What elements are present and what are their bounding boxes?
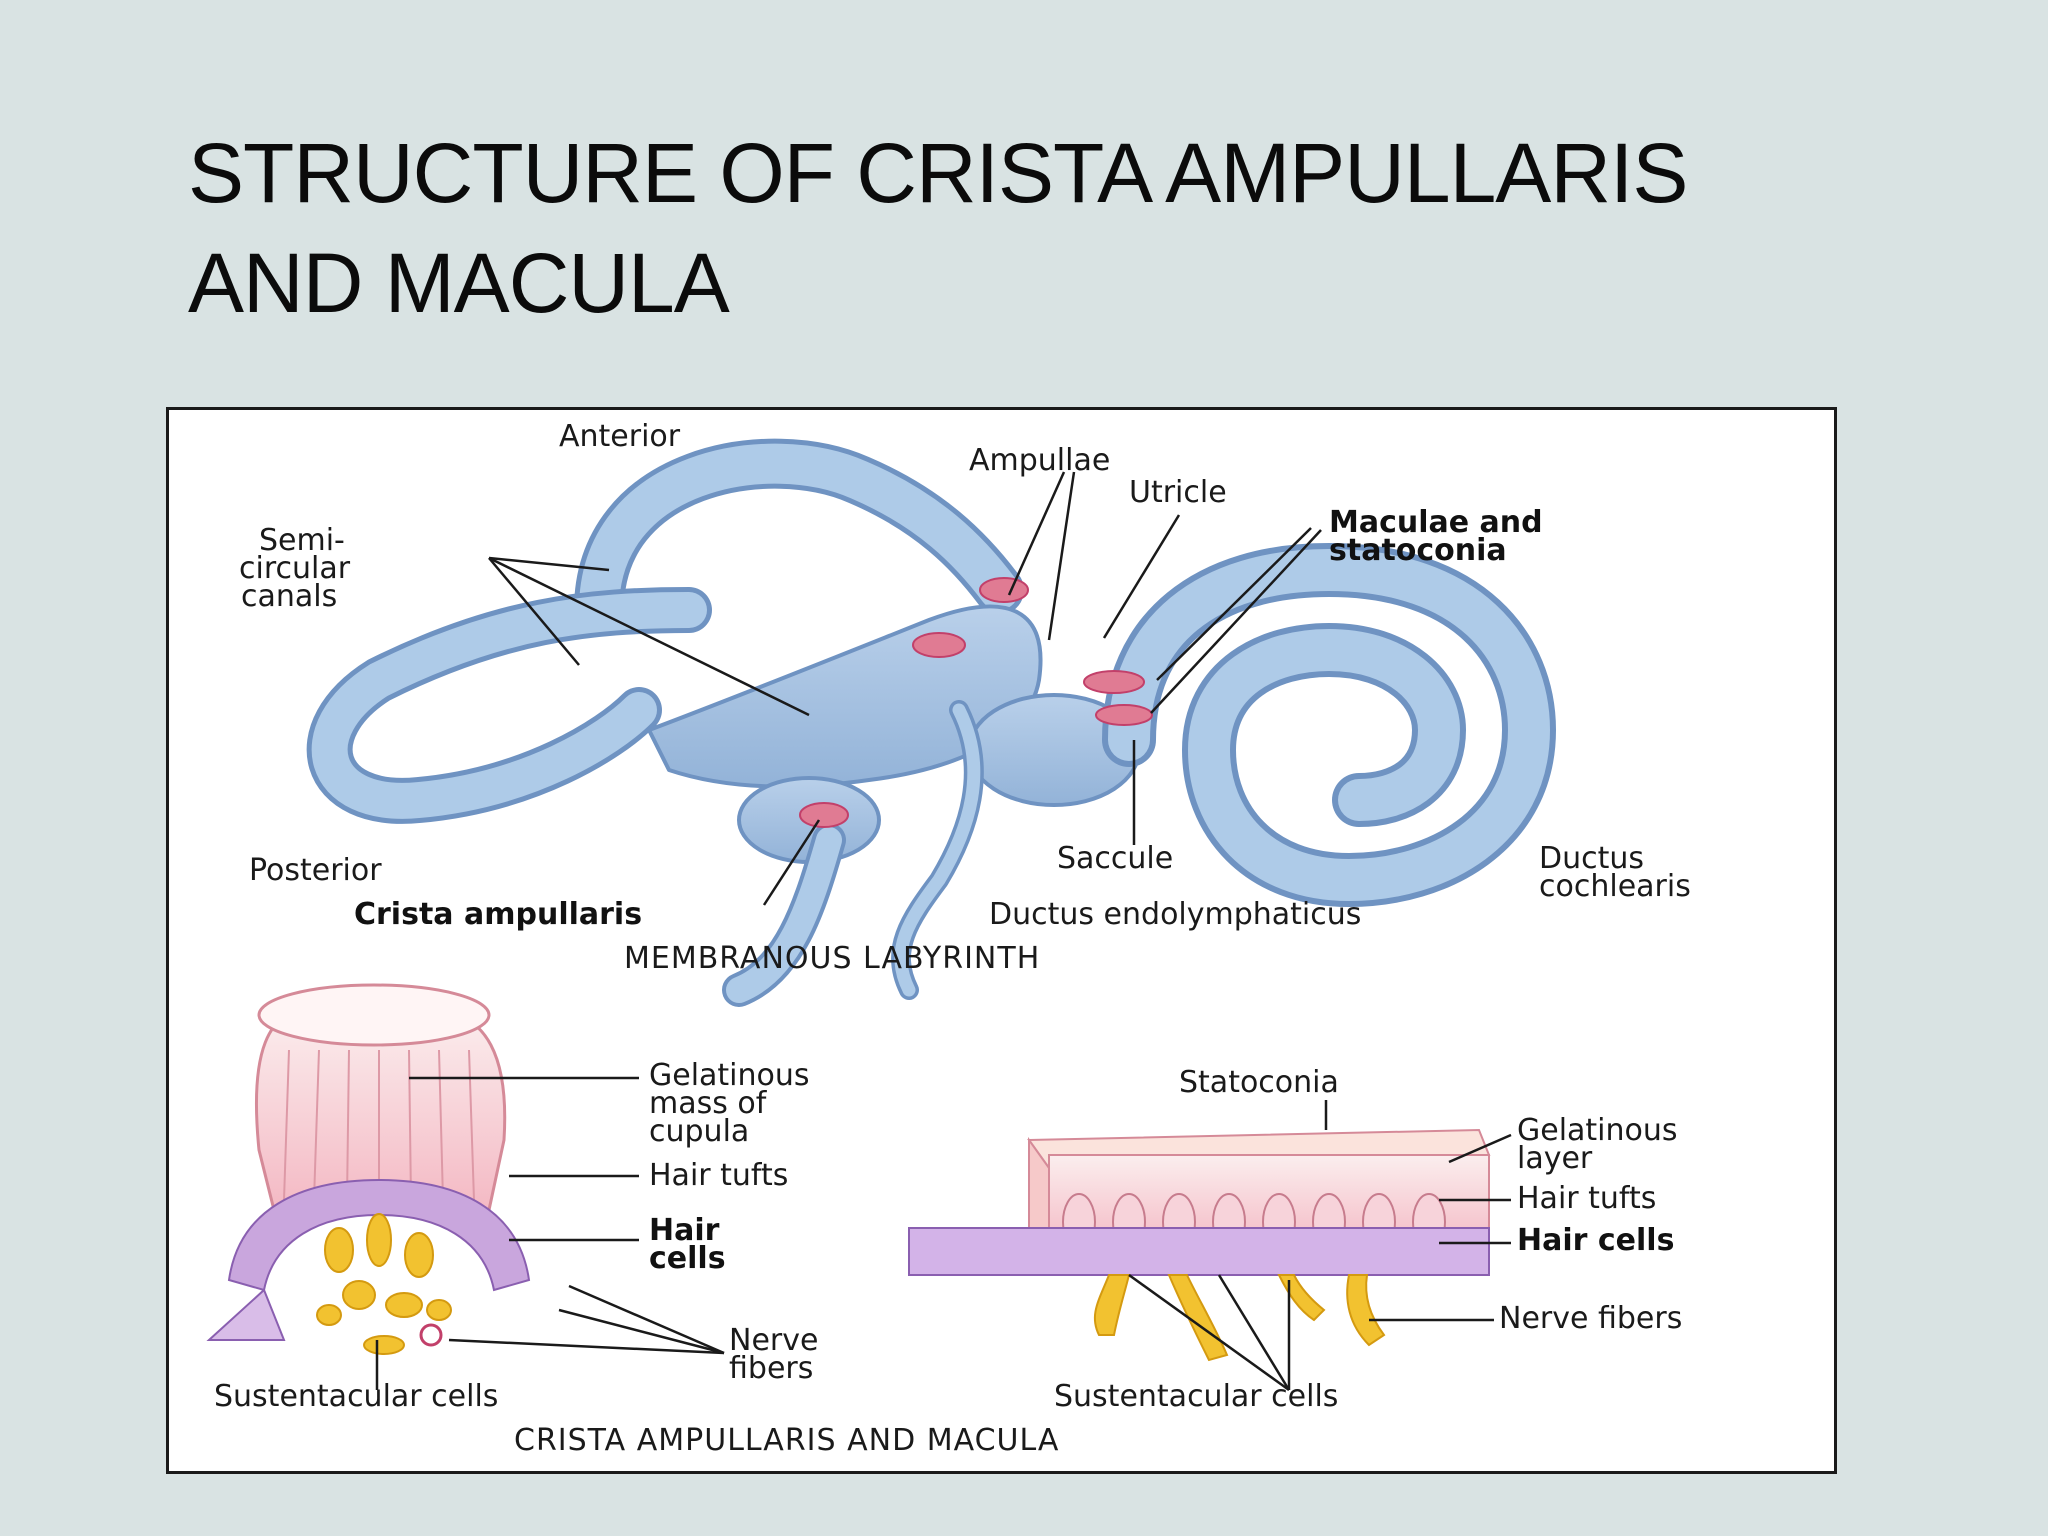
label-crista-nerve-1: Nerve — [729, 1323, 818, 1358]
crista-hair-cell-layer — [227, 1178, 531, 1292]
label-ductus-cochlearis-2: cochlearis — [1539, 869, 1691, 904]
label-anterior: Anterior — [559, 419, 681, 454]
label-semi-1: Semi- — [259, 523, 345, 558]
title-line-1: STRUCTURE OF CRISTA AMPULLARIS — [188, 126, 1688, 220]
labyrinth-diagram: Anterior Ampullae Utricle Maculae and st… — [206, 419, 1691, 1458]
label-crista-hair-cells-1: Hair — [649, 1213, 720, 1248]
label-maculae-2: statoconia — [1329, 533, 1507, 568]
label-ampullae: Ampullae — [969, 443, 1110, 478]
label-gel-layer-1: Gelatinous — [1517, 1113, 1678, 1148]
label-gel-layer-2: layer — [1517, 1141, 1593, 1176]
label-gelatinous-3: cupula — [649, 1114, 749, 1149]
label-posterior: Posterior — [249, 853, 382, 888]
caption-membranous-labyrinth: MEMBRANOUS LABYRINTH — [624, 941, 1040, 976]
label-macula-nerve-fibers: Nerve fibers — [1499, 1301, 1682, 1336]
macula-nerve-fibers — [1093, 1274, 1386, 1362]
macula-basal-layer — [908, 1227, 1490, 1276]
ampullary-cristae — [799, 577, 1029, 828]
label-maculae-1: Maculae and — [1329, 505, 1543, 540]
slide-title: STRUCTURE OF CRISTA AMPULLARIS AND MACUL… — [188, 118, 1988, 338]
label-crista-ampullaris: Crista ampullaris — [354, 897, 642, 932]
maculae-patches — [1083, 670, 1153, 726]
label-macula-hair-cells: Hair cells — [1517, 1223, 1674, 1258]
labyrinth-figure: Anterior Ampullae Utricle Maculae and st… — [166, 407, 1837, 1474]
label-macula-sustentacular: Sustentacular cells — [1054, 1379, 1338, 1414]
label-statoconia: Statoconia — [1179, 1065, 1339, 1100]
top-leader-lines — [488, 471, 1322, 906]
label-ductus-endolymphaticus: Ductus endolymphaticus — [989, 897, 1361, 932]
label-utricle: Utricle — [1129, 475, 1227, 510]
label-crista-sustentacular: Sustentacular cells — [214, 1379, 498, 1414]
label-ductus-cochlearis-1: Ductus — [1539, 841, 1644, 876]
label-crista-hair-tufts: Hair tufts — [649, 1158, 788, 1193]
label-crista-nerve-2: fibers — [729, 1351, 813, 1386]
crista-labels: Gelatinous mass of cupula Hair tufts Hai… — [214, 1058, 818, 1414]
top-labels: Anterior Ampullae Utricle Maculae and st… — [239, 419, 1691, 976]
label-gelatinous-1: Gelatinous — [649, 1058, 810, 1093]
cupula-hair-tufts — [283, 1049, 475, 1201]
label-semi-2: circular — [239, 551, 351, 586]
caption-crista-and-macula: CRISTA AMPULLARIS AND MACULA — [514, 1423, 1059, 1458]
bottom-leader-lines — [375, 1076, 1512, 1392]
label-gelatinous-2: mass of — [649, 1086, 768, 1121]
macula-illustration — [908, 1128, 1491, 1362]
membranous-labyrinth — [306, 438, 1556, 1007]
label-crista-hair-cells-2: cells — [649, 1241, 726, 1276]
macula-labels: Statoconia Gelatinous layer Hair tufts H… — [1054, 1065, 1682, 1414]
crista-nerve-fibers — [316, 1213, 452, 1355]
label-semi-3: canals — [241, 579, 337, 614]
label-macula-hair-tufts: Hair tufts — [1517, 1181, 1656, 1216]
crista-ampullaris-illustration — [206, 983, 531, 1355]
title-line-2: AND MACULA — [188, 236, 730, 330]
label-saccule: Saccule — [1057, 841, 1173, 876]
